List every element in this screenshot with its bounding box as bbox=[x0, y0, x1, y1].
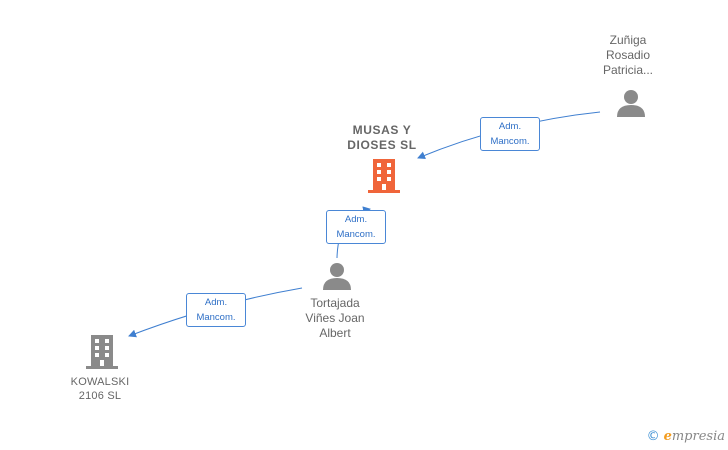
person-name-line: Albert bbox=[319, 326, 351, 340]
person-label-zuniga[interactable]: Zuñiga Rosadio Patricia... bbox=[588, 33, 668, 78]
person-name-line: Rosadio bbox=[605, 48, 651, 62]
company-name-line: MUSAS Y bbox=[352, 123, 412, 137]
role-badge: Adm. Mancom. bbox=[186, 293, 246, 327]
brand-name: mpresia bbox=[671, 429, 725, 444]
company-name-line: KOWALSKI bbox=[70, 376, 130, 388]
company-name-line: DIOSES SL bbox=[347, 138, 417, 152]
building-icon[interactable] bbox=[368, 159, 400, 193]
company-label-kowalski[interactable]: KOWALSKI 2106 SL bbox=[55, 375, 145, 403]
person-name-line: Patricia... bbox=[602, 63, 653, 77]
role-badge-line: Mancom. bbox=[196, 312, 236, 323]
role-badge-line: Adm. bbox=[204, 297, 228, 308]
copyright-icon: © bbox=[646, 429, 660, 444]
role-badge: Adm. Mancom. bbox=[480, 117, 540, 151]
role-badge-line: Adm. bbox=[498, 121, 522, 132]
person-name-line: Tortajada bbox=[310, 296, 360, 310]
building-icon[interactable] bbox=[86, 335, 118, 369]
company-name-line: 2106 SL bbox=[78, 390, 122, 402]
brand-initial: e bbox=[663, 429, 672, 444]
person-name-line: Viñes Joan bbox=[305, 311, 365, 325]
company-label-musas[interactable]: MUSAS Y DIOSES SL bbox=[330, 123, 434, 153]
role-badge-line: Adm. bbox=[344, 214, 368, 225]
person-icon[interactable] bbox=[321, 261, 353, 291]
empresia-logo: ©empresia bbox=[647, 429, 725, 444]
role-badge: Adm. Mancom. bbox=[326, 210, 386, 244]
person-icon[interactable] bbox=[615, 88, 647, 118]
person-name-line: Zuñiga bbox=[609, 33, 647, 47]
role-badge-line: Mancom. bbox=[490, 136, 530, 147]
role-badge-line: Mancom. bbox=[336, 229, 376, 240]
person-label-tortajada[interactable]: Tortajada Viñes Joan Albert bbox=[290, 296, 380, 341]
